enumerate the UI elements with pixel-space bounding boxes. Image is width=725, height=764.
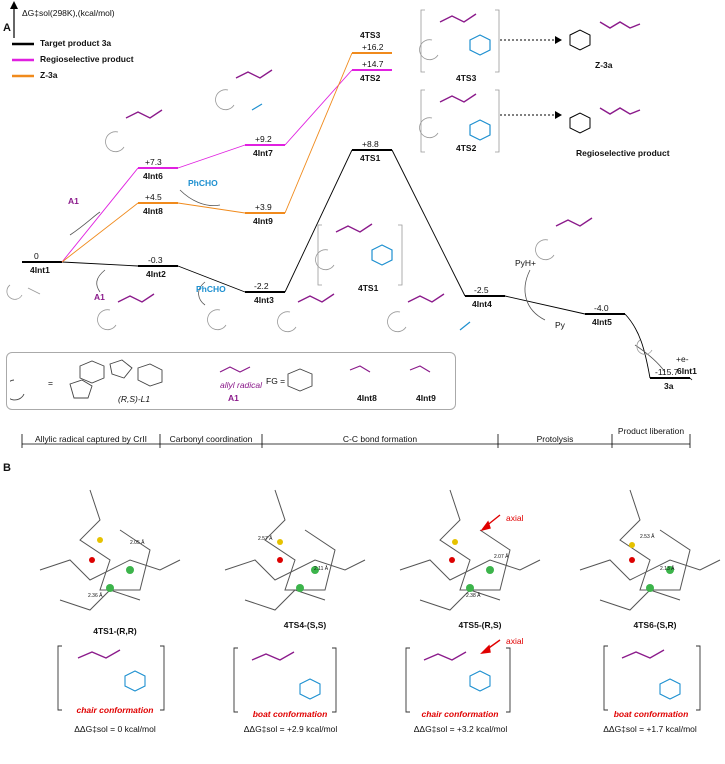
y-axis-label: ΔG‡sol(298K),(kcal/mol): [22, 8, 115, 18]
regio-product-label: Regioselective product: [576, 148, 670, 158]
structure-ts4-name: 4TS4-(S,S): [283, 620, 327, 630]
stage-bar: [21, 434, 691, 448]
name-int1: 4Int1: [30, 265, 50, 275]
energy-profile: [22, 36, 693, 381]
name-ts3: 4TS3: [360, 30, 381, 40]
name-ts1: 4TS1: [360, 153, 381, 163]
distance-ts4-1: 2.57 Å: [258, 536, 273, 542]
name-int3: 4Int3: [254, 295, 274, 305]
int8-box-label: 4Int8: [357, 393, 377, 403]
value-ts2: +14.7: [362, 59, 384, 69]
conf-ts4: boat conformation: [252, 709, 328, 719]
name-3a: 3a: [664, 381, 674, 391]
ddg-ts4: ΔΔG‡sol = +2.9 kcal/mol: [243, 724, 338, 734]
structure-sketches: [6, 9, 653, 355]
name-int5: 4Int5: [592, 317, 612, 327]
structure-ts1-name: 4TS1-(R,R): [93, 626, 137, 636]
axial-label-1: axial: [506, 513, 524, 523]
value-3a: -115.7: [655, 367, 679, 377]
conf-ts5: chair conformation: [421, 709, 499, 719]
value-int7: +9.2: [255, 134, 272, 144]
stage-capture: Allylic radical captured by CrII: [35, 434, 147, 444]
name-int7: 4Int7: [253, 148, 273, 158]
value-ts3: +16.2: [362, 42, 384, 52]
value-ts1: +8.8: [362, 139, 379, 149]
reagent-a1-top: A1: [68, 196, 79, 206]
legend-target: Target product 3a: [40, 38, 112, 48]
conf-ts6: boat conformation: [613, 709, 689, 719]
value-int2: -0.3: [148, 255, 163, 265]
structure-ts5-name: 4TS5-(R,S): [458, 620, 502, 630]
distance-ts6-2: 2.13 Å: [660, 566, 675, 572]
stage-liberation: Product liberation: [617, 426, 685, 436]
axial-label-2: axial: [506, 636, 524, 646]
y-axis-arrow: [10, 1, 18, 38]
value-int8: +4.5: [145, 192, 162, 202]
reagent-phcho-bottom: PhCHO: [196, 284, 226, 294]
name-int8: 4Int8: [143, 206, 163, 216]
z3a-label: Z-3a: [595, 60, 613, 70]
panel-b-label: B: [3, 462, 11, 474]
distance-ts5-2: 2.38 Å: [466, 593, 481, 599]
legend-regio: Regioselective product: [40, 54, 134, 64]
panel-a-label: A: [3, 22, 11, 34]
allyl-a1-label: A1: [228, 393, 239, 403]
distance-ts4-2: 2.11 Å: [314, 566, 329, 572]
value-int6: +7.3: [145, 157, 162, 167]
stage-protolysis: Protolysis: [536, 434, 574, 444]
ddg-ts5: ΔΔG‡sol = +3.2 kcal/mol: [413, 724, 508, 734]
distance-ts1-1: 2.05 Å: [130, 540, 145, 546]
name-int6: 4Int6: [143, 171, 163, 181]
stage-cc-bond: C-C bond formation: [342, 434, 418, 444]
byproduct-py: Py: [555, 320, 565, 330]
distance-ts6-1: 2.53 Å: [640, 534, 655, 540]
allyl-radical-label: allyl radical: [220, 380, 263, 390]
value-int5: -4.0: [594, 303, 609, 313]
legend-swatches: [12, 42, 34, 78]
stage-coordination: Carbonyl coordination: [169, 434, 253, 444]
legend-z3a: Z-3a: [40, 70, 58, 80]
abbreviation-box: [6, 352, 456, 410]
name-int2: 4Int2: [146, 269, 166, 279]
int9-box-label: 4Int9: [416, 393, 436, 403]
reagent-pyh: PyH+: [515, 258, 537, 268]
reagent-phcho-top: PhCHO: [188, 178, 218, 188]
equals-sign: =: [48, 378, 53, 388]
ts2-label: 4TS2: [456, 143, 477, 153]
ts-bracket-sketches: [57, 639, 701, 713]
value-int9: +3.9: [255, 202, 272, 212]
fg-def-label: FG =: [266, 376, 286, 386]
3d-structures: [39, 489, 721, 611]
name-int9: 4Int9: [253, 216, 273, 226]
value-int3: -2.2: [254, 281, 269, 291]
ddg-ts6: ΔΔG‡sol = +1.7 kcal/mol: [603, 724, 697, 734]
ts1-label: 4TS1: [358, 283, 379, 293]
distance-ts5-1: 2.07 Å: [494, 554, 509, 560]
value-int1: 0: [34, 251, 39, 261]
distance-ts1-2: 2.36 Å: [88, 593, 103, 599]
value-int4: -2.5: [474, 285, 489, 295]
name-int4: 4Int4: [472, 299, 492, 309]
reagent-a1-bottom: A1: [94, 292, 105, 302]
abbreviation-sketches: [10, 359, 431, 401]
ligand-label: (R,S)-L1: [118, 394, 151, 404]
ddg-ts1: ΔΔG‡sol = 0 kcal/mol: [74, 724, 156, 734]
target-path: [22, 149, 690, 379]
structure-ts6-name: 4TS6-(S,R): [633, 620, 677, 630]
conf-ts1: chair conformation: [76, 705, 154, 715]
ts3-label: 4TS3: [456, 73, 477, 83]
product-6int1: 6Int1: [677, 366, 697, 376]
name-ts2: 4TS2: [360, 73, 381, 83]
reagent-electron: +e-: [676, 354, 689, 364]
